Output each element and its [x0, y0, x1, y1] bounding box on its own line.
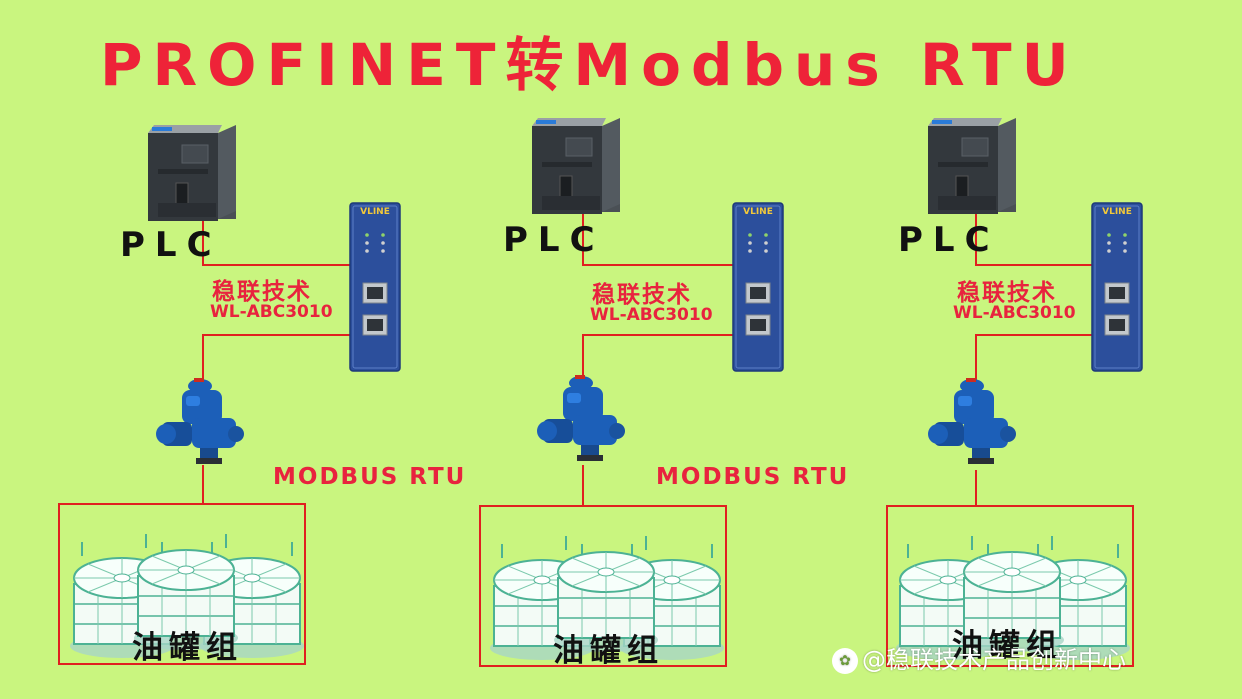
tank-group-frame: [58, 503, 306, 665]
unit-2: [490, 117, 784, 660]
vendor-label: 稳联技术: [212, 279, 312, 305]
plc-icon: [531, 117, 621, 215]
tank-group-label: 油罐组: [952, 628, 1063, 664]
wire: [202, 215, 350, 266]
actuator-icon: [537, 375, 625, 461]
unit-3: [896, 117, 1143, 660]
watermark-text: @稳联技术产品创新中心: [862, 646, 1126, 674]
gateway-logo: VLINE: [743, 207, 773, 217]
vendor-label: 稳联技术: [592, 282, 692, 308]
bus-label: MODBUS RTU: [656, 464, 850, 490]
vendor-label: 稳联技术: [957, 280, 1057, 306]
model-label: WL-ABC3010: [210, 302, 333, 322]
wire: [582, 334, 733, 380]
wire: [975, 210, 1092, 266]
bus-label: MODBUS RTU: [273, 464, 467, 490]
plc-icon: [147, 124, 237, 222]
gateway-logo: VLINE: [360, 207, 390, 217]
gateway-icon: [732, 202, 784, 372]
gateway-icon: [1091, 202, 1143, 372]
plc-label: PLC: [120, 225, 222, 265]
tank-group-frame: [479, 505, 727, 667]
paw-icon: ✿: [832, 648, 858, 674]
plc-label: PLC: [503, 220, 605, 260]
page-title: PROFINET转Modbus RTU: [100, 31, 1079, 99]
tank-group-label: 油罐组: [553, 633, 664, 669]
gateway-logo: VLINE: [1102, 207, 1132, 217]
plc-icon: [927, 117, 1017, 215]
model-label: WL-ABC3010: [590, 305, 713, 325]
gateway-icon: [349, 202, 401, 372]
wire: [202, 334, 350, 380]
unit-1: [70, 124, 401, 658]
wire: [582, 210, 733, 266]
plc-label: PLC: [898, 220, 1000, 260]
model-label: WL-ABC3010: [953, 303, 1076, 323]
actuator-icon: [928, 378, 1016, 464]
actuator-icon: [156, 378, 244, 464]
tank-group-label: 油罐组: [132, 630, 243, 666]
wire: [975, 334, 1092, 380]
watermark: ✿@稳联技术产品创新中心: [832, 640, 1126, 675]
tank-group-frame: [886, 505, 1134, 667]
